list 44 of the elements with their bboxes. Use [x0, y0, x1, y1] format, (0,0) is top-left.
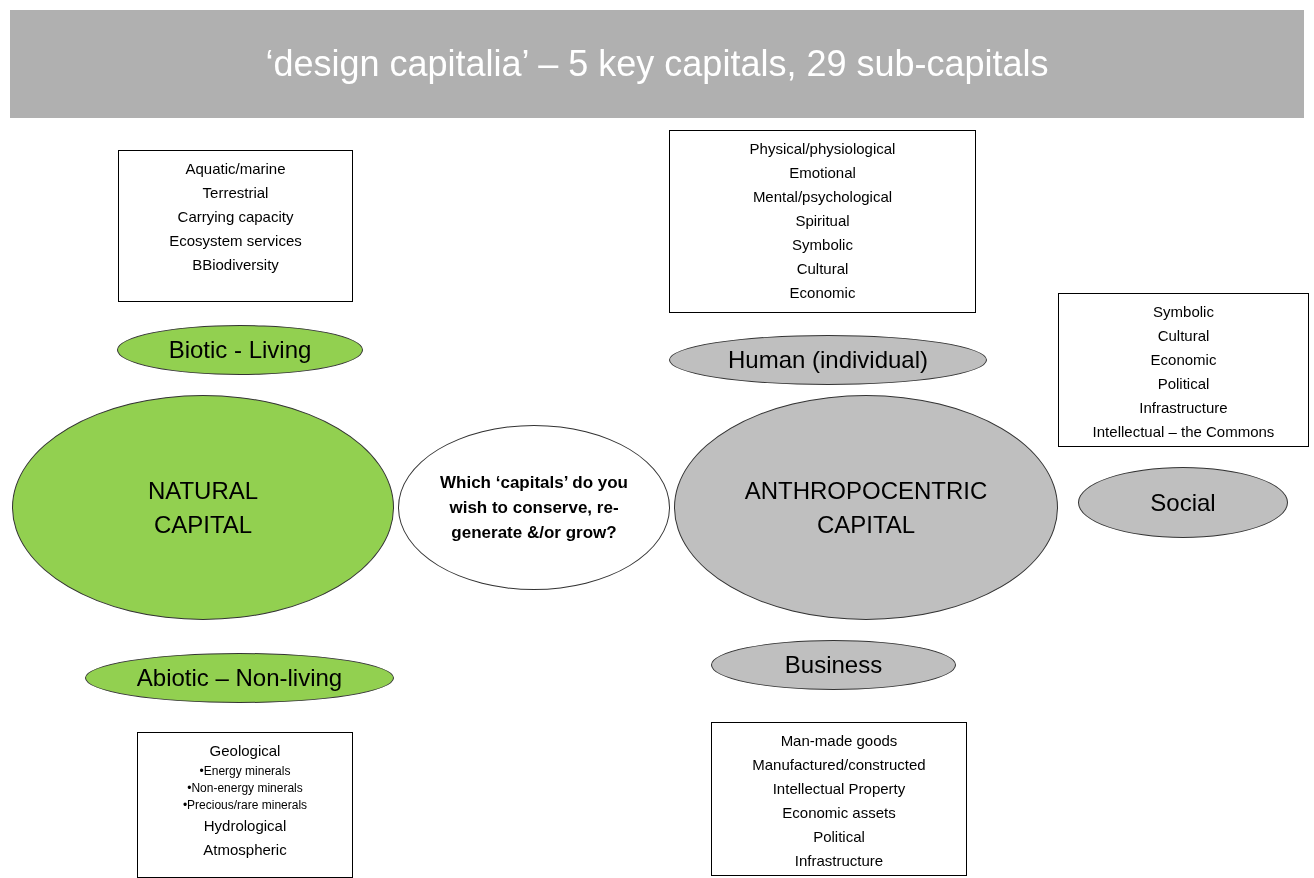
- list-item: Infrastructure: [794, 851, 884, 871]
- list-item: Geological: [209, 741, 281, 761]
- list-item: Political: [1157, 374, 1210, 394]
- list-item: Intellectual – the Commons: [1092, 422, 1275, 442]
- title: ‘design capitalia’ – 5 key capitals, 29 sub-capitals: [265, 43, 1049, 85]
- list-item: Hydrological: [203, 816, 287, 836]
- sub-capital-list-box: [137, 732, 353, 878]
- list-item: Physical/physiological: [749, 139, 896, 159]
- list-item: Man-made goods: [780, 731, 898, 751]
- list-item: Cultural: [1157, 326, 1210, 346]
- list-item: Ecosystem services: [169, 231, 302, 251]
- list-item: Economic: [1150, 350, 1217, 370]
- list-item: •Precious/rare minerals: [182, 797, 308, 814]
- list-item: BBiodiversity: [192, 255, 279, 275]
- list-item: Political: [813, 827, 865, 847]
- sub-capital-list-box: [711, 722, 967, 876]
- list-item: Mental/psychological: [752, 187, 893, 207]
- ellipse-label: ANTHROPOCENTRIC CAPITAL: [743, 475, 989, 540]
- ellipse-label: Human (individual): [727, 345, 929, 375]
- list-item: Terrestrial: [202, 183, 269, 203]
- list-item: Infrastructure: [1139, 398, 1228, 418]
- list-item: Cultural: [796, 259, 849, 279]
- list-item: •Non-energy minerals: [187, 780, 303, 797]
- ellipse-label: Which ‘capitals’ do you wish to conserve, re-generate &/or grow?: [439, 472, 629, 544]
- ellipse-label: Business: [784, 650, 883, 680]
- list-item: Spiritual: [795, 211, 850, 231]
- list-item: Aquatic/marine: [185, 159, 286, 179]
- sub-capital-list-box: [118, 150, 353, 302]
- sub-capital-list-box: [669, 130, 976, 313]
- list-item: Economic: [789, 283, 856, 303]
- ellipse-label: Abiotic – Non-living: [136, 663, 343, 693]
- list-item: Intellectual Property: [772, 779, 906, 799]
- list-item: Economic assets: [782, 803, 896, 823]
- ellipse-label: NATURAL CAPITAL: [146, 475, 260, 540]
- list-item: Symbolic: [792, 235, 853, 255]
- list-item: •Energy minerals: [199, 763, 291, 780]
- list-item: Atmospheric: [203, 840, 287, 860]
- ellipse-label: Biotic - Living: [168, 335, 312, 365]
- sub-capital-list-box: [1058, 293, 1309, 447]
- ellipse-label: Social: [1150, 487, 1216, 518]
- list-item: Carrying capacity: [177, 207, 294, 227]
- list-item: Symbolic: [1153, 302, 1214, 322]
- list-item: Emotional: [789, 163, 856, 183]
- list-item: Manufactured/constructed: [752, 755, 926, 775]
